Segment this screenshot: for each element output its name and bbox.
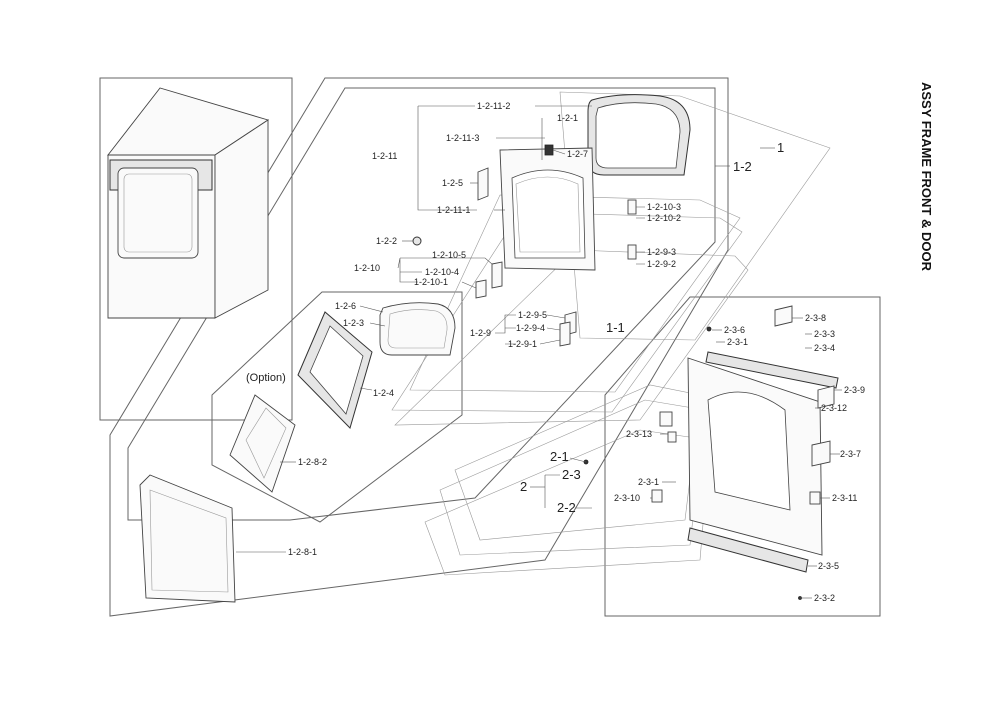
label-1-2-10-2: 1-2-10-2 bbox=[647, 213, 681, 223]
part-2-3-11 bbox=[809, 491, 821, 505]
outline-panel-5 bbox=[454, 384, 701, 541]
door-gasket-inner bbox=[595, 102, 681, 169]
part-1-2-2 bbox=[412, 236, 422, 246]
part-1-2-10-4 bbox=[491, 261, 503, 289]
assy-1-outer-frame bbox=[109, 77, 729, 617]
door-assy-window bbox=[309, 325, 364, 415]
label-2-3-5: 2-3-5 bbox=[818, 561, 839, 571]
label-1-2-9: 1-2-9 bbox=[470, 328, 491, 338]
label-1-2-10-1: 1-2-10-1 bbox=[414, 277, 448, 287]
label-2-3-8: 2-3-8 bbox=[805, 313, 826, 323]
appliance-view-frame bbox=[99, 77, 293, 421]
part-2-3-13 bbox=[667, 431, 677, 443]
part-2-3-13-plate bbox=[659, 411, 673, 427]
label-1-2-11-1: 1-2-11-1 bbox=[437, 205, 470, 215]
outline-panel-1 bbox=[559, 91, 831, 341]
dryer-side bbox=[214, 119, 269, 319]
label-2-3-11: 2-3-11 bbox=[832, 493, 857, 503]
label-1-2-8-2: 1-2-8-2 bbox=[298, 457, 327, 467]
dryer-door bbox=[117, 167, 199, 259]
door-outer-inner bbox=[149, 489, 229, 593]
door-glass-part bbox=[379, 302, 456, 356]
label-1-2-7: 1-2-7 bbox=[567, 149, 588, 159]
label-2-3-13: 2-3-13 bbox=[626, 429, 652, 439]
label-2-3-7: 2-3-7 bbox=[840, 449, 861, 459]
label-1-2: 1-2 bbox=[733, 159, 752, 174]
assy-1-parts bbox=[139, 94, 691, 603]
part-1-2-7 bbox=[544, 144, 554, 156]
label-1: 1 bbox=[777, 140, 784, 155]
label-1-2-10-5: 1-2-10-5 bbox=[432, 250, 466, 260]
part-1-2-5 bbox=[477, 167, 489, 201]
label-1-2-5: 1-2-5 bbox=[442, 178, 463, 188]
label-2-3: 2-3 bbox=[562, 467, 581, 482]
label-2: 2 bbox=[520, 479, 527, 494]
diagram-title: ASSY FRAME FRONT & DOOR bbox=[919, 82, 934, 272]
label-2-3-4: 2-3-4 bbox=[814, 343, 835, 353]
label-1-2-9-2: 1-2-9-2 bbox=[647, 259, 676, 269]
label-2-3-2: 2-3-2 bbox=[814, 593, 835, 603]
dryer-door-glass bbox=[123, 173, 193, 253]
label-2-1: 2-1 bbox=[550, 449, 569, 464]
label-1-2-10: 1-2-10 bbox=[354, 263, 380, 273]
part-2-3-6 bbox=[706, 326, 712, 332]
bottom-rail-part bbox=[687, 527, 809, 573]
part-2-3-9 bbox=[817, 385, 835, 409]
outline-panel-2 bbox=[409, 194, 741, 393]
label-1-2-3: 1-2-3 bbox=[343, 318, 364, 328]
outline-panel-3 bbox=[391, 211, 743, 413]
label-2-3-3: 2-3-3 bbox=[814, 329, 835, 339]
label-1-2-9-3: 1-2-9-3 bbox=[647, 247, 676, 257]
door-glass-inner bbox=[387, 309, 448, 349]
label-1-2-2: 1-2-2 bbox=[376, 236, 397, 246]
door-cover-part bbox=[229, 394, 296, 493]
label-1-2-4: 1-2-4 bbox=[373, 388, 394, 398]
top-rail-part bbox=[705, 351, 839, 389]
leader-lines bbox=[236, 105, 842, 599]
label-2-3-9: 2-3-9 bbox=[844, 385, 865, 395]
outline-panel-4 bbox=[394, 249, 749, 426]
part-labels: 1-2-11-2 1-2-1 1-2-11-3 1-2-11 1-2-7 1-2… bbox=[246, 101, 865, 603]
label-1-2-10-3: 1-2-10-3 bbox=[647, 202, 681, 212]
assy-2-frame bbox=[604, 296, 881, 617]
label-2-3-1-bottom: 2-3-1 bbox=[638, 477, 659, 487]
label-1-2-11: 1-2-11 bbox=[372, 151, 397, 161]
hinge-frame-opening bbox=[511, 169, 586, 259]
label-1-2-9-4: 1-2-9-4 bbox=[516, 323, 545, 333]
label-1-1: 1-1 bbox=[606, 320, 625, 335]
front-frame-opening bbox=[707, 391, 791, 511]
door-cover-inner bbox=[245, 407, 287, 479]
label-2-3-6: 2-3-6 bbox=[724, 325, 745, 335]
label-2-2: 2-2 bbox=[557, 500, 576, 515]
door-sub-frame bbox=[211, 291, 463, 523]
label-1-2-6: 1-2-6 bbox=[335, 301, 356, 311]
assy-2-parts bbox=[583, 305, 839, 600]
dryer-appliance-illustration bbox=[107, 87, 270, 319]
frames bbox=[99, 77, 881, 617]
label-1-2-10-4: 1-2-10-4 bbox=[425, 267, 459, 277]
part-2-3-7 bbox=[811, 440, 831, 467]
label-1-2-9-1: 1-2-9-1 bbox=[508, 339, 537, 349]
part-1-2-9-3 bbox=[627, 244, 637, 260]
label-1-2-8-1: 1-2-8-1 bbox=[288, 547, 317, 557]
part-1-2-9-1 bbox=[559, 321, 571, 347]
part-1-2-10-1 bbox=[475, 279, 487, 299]
option-note: (Option) bbox=[246, 372, 286, 384]
part-2-3-10 bbox=[651, 489, 663, 503]
label-2-3-1-top: 2-3-1 bbox=[727, 337, 748, 347]
part-1-2-10-3 bbox=[627, 199, 637, 215]
label-1-2-11-3: 1-2-11-3 bbox=[446, 133, 479, 143]
outline-panels bbox=[391, 91, 831, 576]
label-2-3-12: 2-3-12 bbox=[821, 403, 847, 413]
label-2-3-10: 2-3-10 bbox=[614, 493, 640, 503]
label-1-2-11-2: 1-2-11-2 bbox=[477, 101, 510, 111]
part-2-3-8 bbox=[774, 305, 793, 327]
door-outer-part bbox=[139, 474, 236, 603]
label-1-2-9-5: 1-2-9-5 bbox=[518, 310, 547, 320]
label-1-2-1: 1-2-1 bbox=[557, 113, 578, 123]
hinge-frame-inner bbox=[515, 176, 581, 253]
